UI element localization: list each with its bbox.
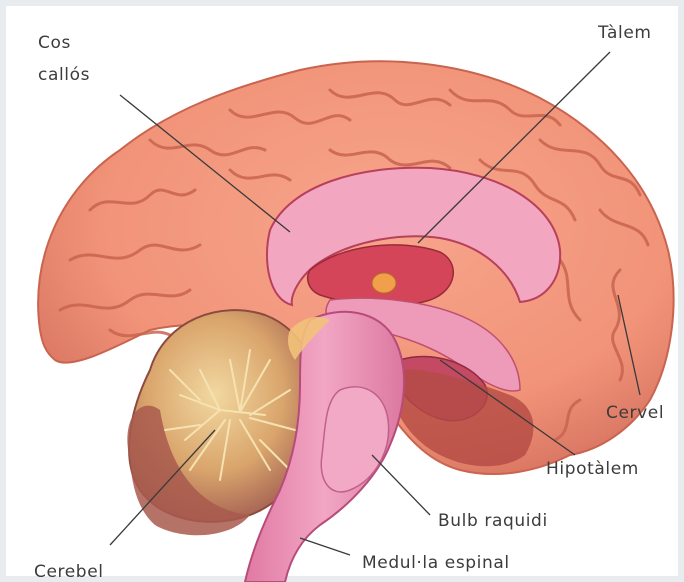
medulla-shape bbox=[321, 387, 388, 492]
thalamus-nucleus bbox=[372, 273, 396, 293]
label-hipotalem: Hipotàlem bbox=[546, 459, 639, 479]
label-cos: Cos bbox=[38, 33, 71, 53]
leader-medulla-espinal bbox=[300, 538, 350, 555]
label-medulla-espinal: Medul·la espinal bbox=[362, 553, 510, 573]
label-cerebel: Cerebel bbox=[34, 562, 104, 582]
label-bulb-raquidi: Bulb raquidi bbox=[438, 511, 548, 531]
label-cervel: Cervel bbox=[606, 403, 664, 423]
label-talem: Tàlem bbox=[597, 23, 652, 43]
leader-bulb-raquidi bbox=[372, 455, 430, 515]
label-callos: callós bbox=[38, 65, 90, 85]
